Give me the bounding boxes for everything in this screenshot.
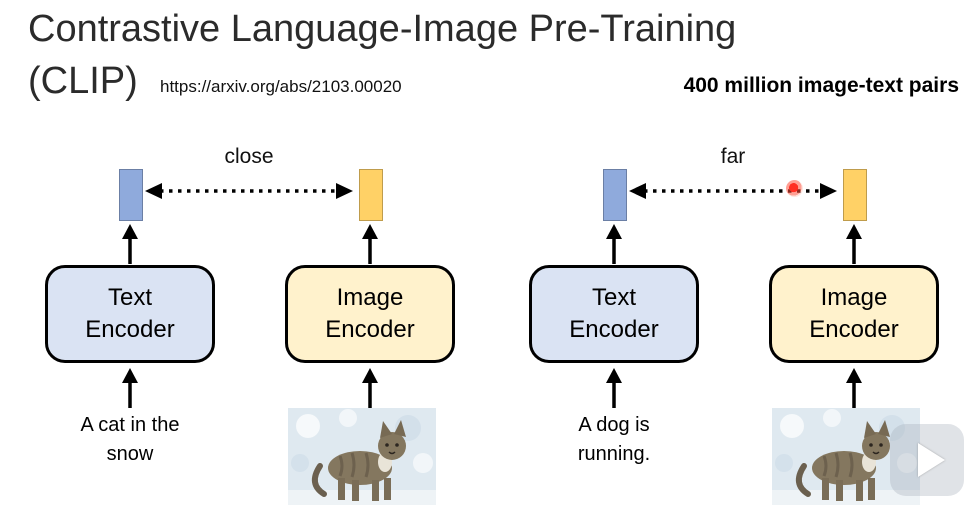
play-icon [917,443,945,477]
up-arrow-icon [359,368,381,408]
image-embedding-vector [359,169,383,221]
up-arrow-icon [603,368,625,408]
double-headed-dotted-arrow-icon [144,181,354,201]
image-embedding-vector [843,169,867,221]
text-input-caption: A dog is running. [577,414,651,465]
dataset-size-note: 400 million image-text pairs [683,74,959,97]
similarity-label: close [224,145,274,168]
up-arrow-icon [359,224,381,264]
double-headed-dotted-arrow-icon [628,181,838,201]
similarity-label: far [720,145,746,168]
clip-pair-group-far: far Text Encoder Image Encoder [524,145,964,525]
play-button[interactable] [890,424,964,496]
up-arrow-icon [843,224,865,264]
page-title-line1: Contrastive Language-Image Pre-Training [28,8,737,50]
image-encoder-box: Image Encoder [769,265,939,363]
page-title-line2: (CLIP) [28,60,138,102]
image-encoder-label: Image Encoder [809,283,899,343]
laser-pointer-dot [786,180,803,197]
up-arrow-icon [843,368,865,408]
cat-in-snow-photo [288,408,436,505]
up-arrow-icon [119,224,141,264]
text-encoder-label: Text Encoder [85,283,175,343]
up-arrow-icon [603,224,625,264]
clip-pair-group-close: close Text Encoder Image Encoder [40,145,480,525]
image-encoder-box: Image Encoder [285,265,455,363]
up-arrow-icon [119,368,141,408]
text-input-caption: A cat in the snow [80,414,180,465]
text-encoder-box: Text Encoder [45,265,215,363]
image-encoder-label: Image Encoder [325,283,415,343]
text-embedding-vector [603,169,627,221]
text-encoder-label: Text Encoder [569,283,659,343]
text-embedding-vector [119,169,143,221]
arxiv-url: https://arxiv.org/abs/2103.00020 [160,77,402,96]
cat-in-snow-photo [772,408,920,505]
text-encoder-box: Text Encoder [529,265,699,363]
